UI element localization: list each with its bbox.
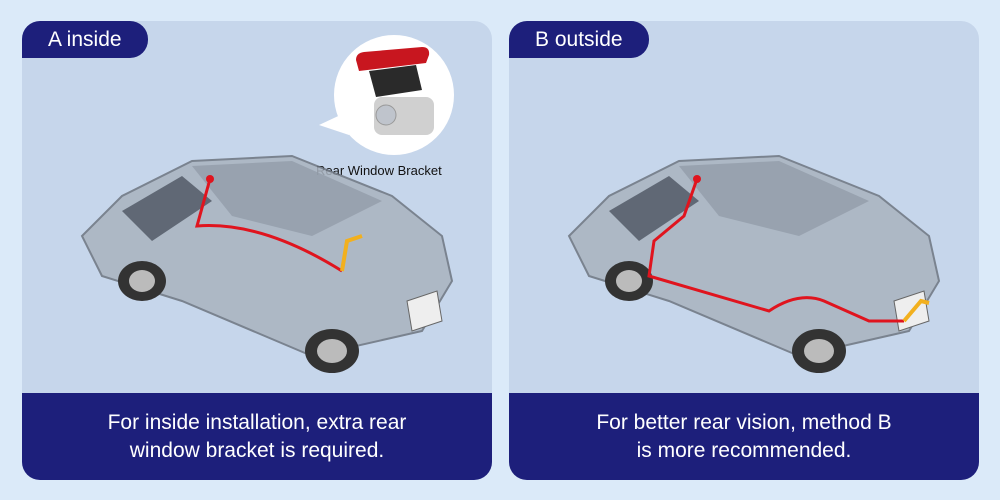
- car-cutaway-diagram: [568, 155, 940, 374]
- panel-outside: B outside For better rear vision, method…: [509, 21, 979, 480]
- panel-inside: A inside Rear Window Bracket For inside …: [22, 21, 492, 480]
- cable-route-outside: [647, 178, 904, 323]
- caption-line: For better rear vision, method B: [596, 410, 892, 434]
- caption: For inside installation, extra rear wind…: [22, 393, 492, 480]
- caption-line: is more recommended.: [636, 438, 852, 462]
- cable-route-inside: [194, 178, 343, 273]
- camera-cable: [902, 298, 930, 323]
- bracket-label: Rear Window Bracket: [316, 163, 442, 178]
- bracket-callout: [334, 35, 454, 155]
- caption: For better rear vision, method B is more…: [509, 393, 979, 480]
- caption-line: window bracket is required.: [129, 438, 385, 462]
- caption-line: For inside installation, extra rear: [107, 410, 407, 434]
- camera-cable: [340, 234, 363, 272]
- tab-a-inside: A inside: [22, 21, 148, 58]
- car-cutaway-diagram: [81, 155, 453, 374]
- rear-window-bracket-image: [356, 47, 434, 135]
- tab-b-outside: B outside: [509, 21, 649, 58]
